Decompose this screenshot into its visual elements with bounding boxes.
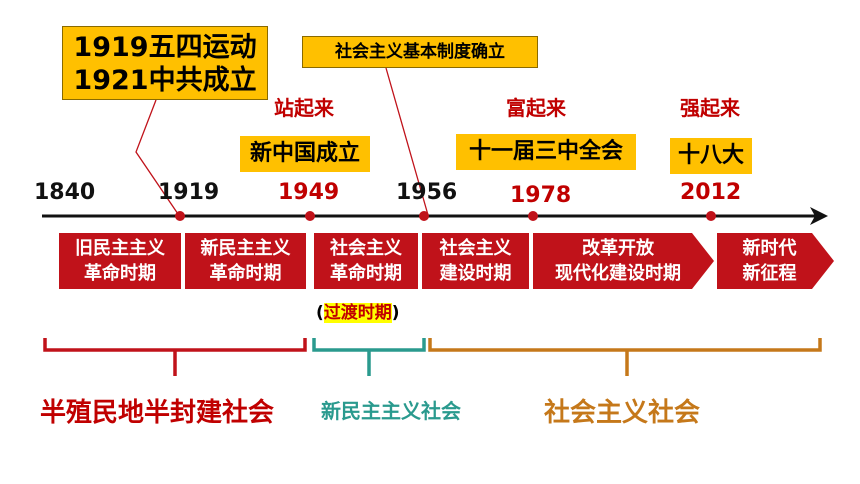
phase-get-rich: 富起来	[506, 96, 566, 120]
period-label: 社会主义 建设时期	[422, 236, 529, 286]
callout-socialist-system: 社会主义基本制度确立	[302, 36, 538, 68]
year-dot	[419, 211, 429, 221]
period-label-line2: 现代化建设时期	[555, 263, 681, 284]
year-label: 2012	[680, 180, 742, 205]
period-label-line1: 新民主主义	[200, 238, 291, 259]
period-box	[59, 233, 181, 289]
year-label: 1840	[34, 180, 96, 205]
period-label: 旧民主主义 革命时期	[59, 236, 181, 286]
paren-open: (	[316, 303, 324, 323]
timeline-arrowhead	[810, 207, 828, 225]
year-label: 1956	[396, 180, 458, 205]
year-dot	[706, 211, 716, 221]
phase-stand-up: 站起来	[274, 96, 334, 120]
period-label-line1: 社会主义	[439, 238, 512, 259]
year-dot	[175, 211, 185, 221]
period-label-line2: 新征程	[742, 263, 797, 284]
bracket-new-democratic	[312, 338, 426, 376]
paren-close: )	[391, 303, 400, 323]
period-label: 改革开放 现代化建设时期	[533, 236, 703, 286]
phase-get-strong: 强起来	[680, 96, 740, 120]
year-label: 1978	[510, 183, 572, 208]
period-label-line2: 革命时期	[84, 263, 156, 284]
period-box	[422, 233, 529, 289]
bracket-socialist	[428, 338, 822, 376]
period-arrow-box	[533, 233, 714, 289]
society-new-democratic: 新民主主义社会	[321, 399, 461, 423]
year-dot	[528, 211, 538, 221]
period-label-line1: 新时代	[742, 238, 797, 259]
year-dot	[305, 211, 315, 221]
period-label-line2: 革命时期	[330, 263, 402, 284]
society-semi-colonial: 半殖民地半封建社会	[40, 398, 275, 428]
event-eighteenth-congress: 十八大	[670, 138, 752, 174]
period-label-line1: 改革开放	[582, 238, 654, 259]
period-arrow-box	[717, 233, 834, 289]
society-socialist: 社会主义社会	[544, 398, 701, 428]
period-label-line1: 社会主义	[330, 238, 402, 259]
period-label-line2: 建设时期	[439, 263, 512, 284]
callout-may-fourth-cpc: 1919五四运动 1921中共成立	[62, 26, 268, 100]
period-box	[185, 233, 306, 289]
bracket-semi-colonial	[43, 338, 307, 376]
callout-line: 1921中共成立	[73, 65, 257, 96]
transition-period: (过渡时期)	[316, 298, 400, 323]
callout-line: 1919五四运动	[73, 32, 257, 63]
event-third-plenum: 十一届三中全会	[456, 134, 636, 170]
transition-label: 过渡时期	[323, 303, 392, 323]
period-label: 新民主主义 革命时期	[185, 236, 306, 286]
callout-pointer-line	[385, 67, 429, 216]
year-label: 1949	[278, 180, 340, 205]
event-new-china: 新中国成立	[240, 136, 370, 172]
period-label-line1: 旧民主主义	[75, 238, 165, 259]
period-box	[314, 233, 418, 289]
callout-pointer-line	[135, 99, 179, 215]
period-label: 新时代 新征程	[717, 236, 822, 286]
year-label: 1919	[158, 180, 220, 205]
period-label-line2: 革命时期	[209, 263, 282, 284]
period-label: 社会主义 革命时期	[314, 236, 418, 286]
